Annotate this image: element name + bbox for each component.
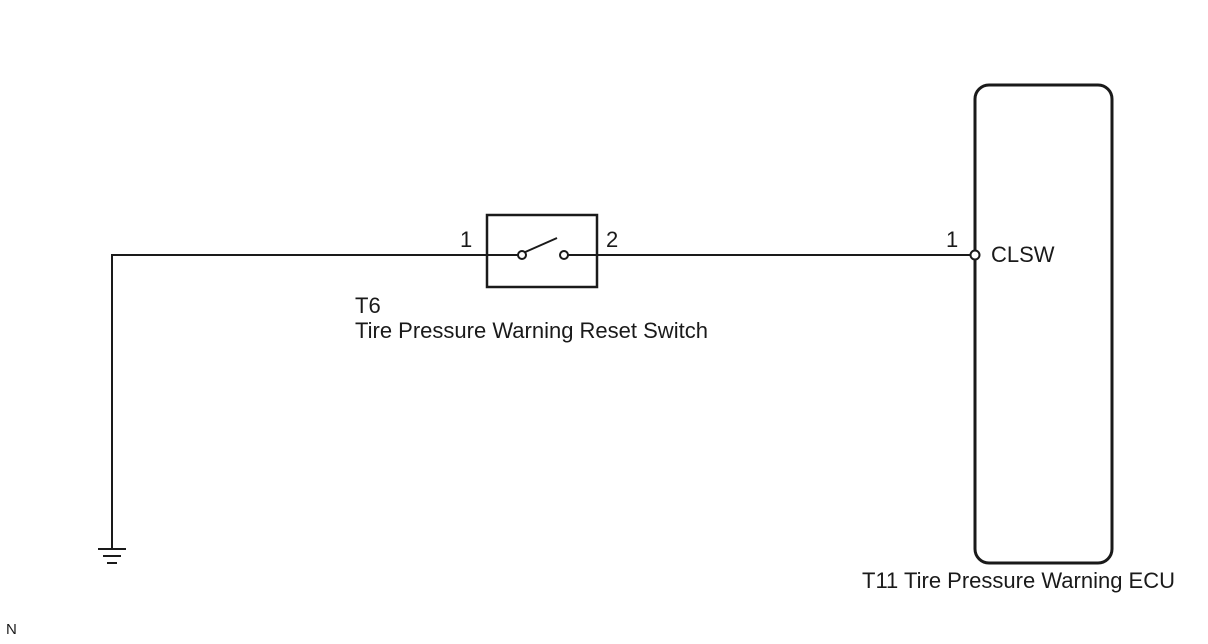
ecu-box xyxy=(973,83,1114,565)
ground-wire xyxy=(111,254,487,548)
reset-switch-box xyxy=(485,213,599,289)
ecu-pin-label: 1 xyxy=(946,227,959,252)
switch-pin-2-label: 2 xyxy=(606,227,619,252)
switch-name-label: Tire Pressure Warning Reset Switch xyxy=(355,318,708,343)
switch-connector-label: T6 xyxy=(355,293,381,318)
switch-pin-1-label: 1 xyxy=(460,227,473,252)
ground-icon xyxy=(98,548,126,564)
ecu-terminal-label: CLSW xyxy=(991,242,1055,267)
corner-mark: N xyxy=(6,621,17,638)
switch-contact-icon xyxy=(487,237,597,260)
ecu-name-label: T11 Tire Pressure Warning ECU xyxy=(862,568,1175,593)
ecu-terminal-icon xyxy=(969,249,981,261)
